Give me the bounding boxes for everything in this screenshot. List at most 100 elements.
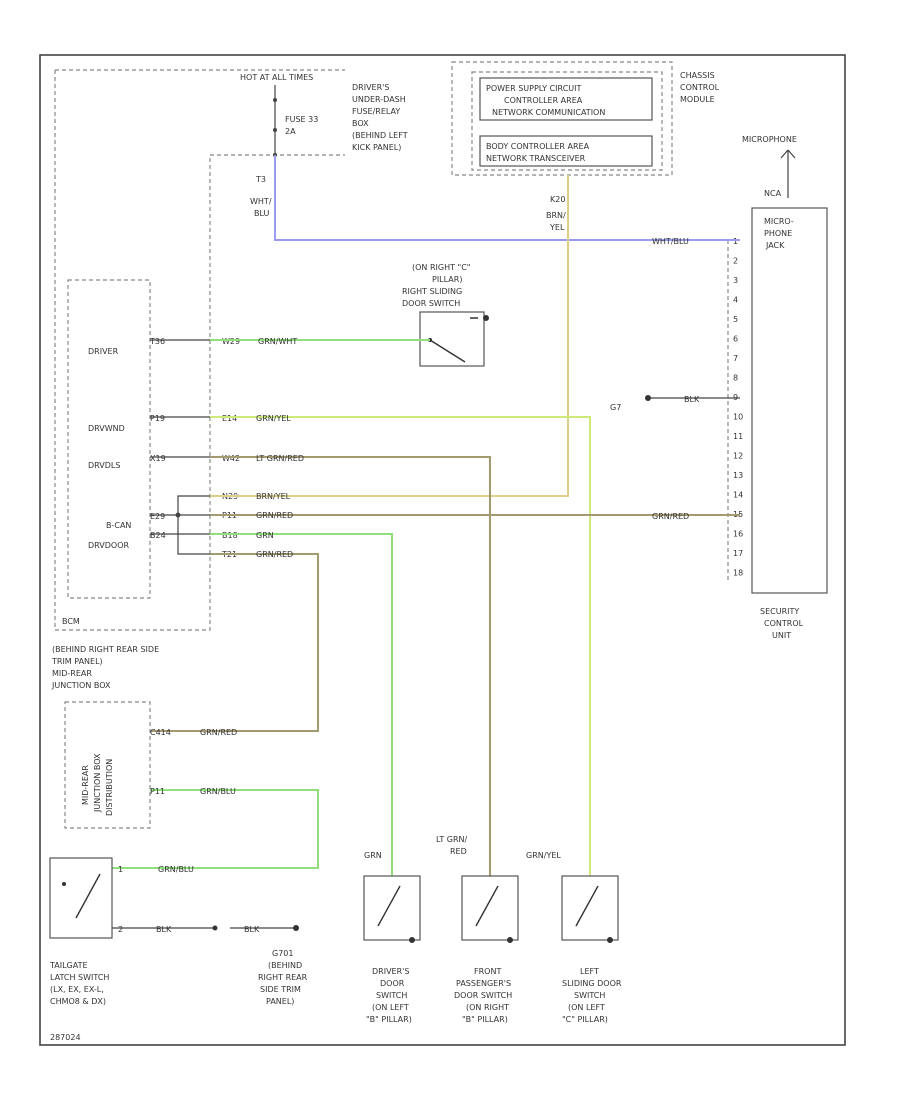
left-sliding-switch-box [561, 875, 619, 941]
scu-pin-10: 10 [733, 413, 743, 422]
t3-label: T3 [255, 175, 266, 184]
cgm-label-1: CHASSIS [680, 71, 715, 80]
behind-trim-label-1: (BEHIND RIGHT REAR SIDE [52, 645, 159, 654]
sw-ltgrn-label-2: RED [450, 847, 467, 856]
cgm-label-2: CONTROL [680, 83, 720, 92]
g701-label-1: G701 [272, 949, 293, 958]
pillar-c-label-2: PILLAR) [432, 275, 462, 284]
tailgate-label-4: CHMO8 & DX) [50, 997, 106, 1006]
brn-yel-wire [210, 175, 569, 497]
grn-wire [210, 533, 393, 876]
bcm-driver-label: DRIVER [88, 347, 119, 356]
bcm-pin-3: X19 [150, 454, 166, 463]
tailgate-pin-1: 1 [118, 865, 123, 874]
behind-trim-label-2: TRIM PANEL) [51, 657, 103, 666]
bca-label-1: BODY CONTROLLER AREA [486, 142, 590, 151]
left-sliding-label-4: (ON LEFT [568, 1003, 605, 1012]
wire-label-lt-grn-red: LT GRN/RED [256, 454, 304, 463]
g701-blk-label: BLK [244, 925, 260, 934]
tailgate-wire-label: GRN/BLU [158, 865, 194, 874]
k20-label: K20 [550, 195, 565, 204]
bcm-short-leads [150, 339, 210, 458]
bcm-bcan-label: B-CAN [106, 521, 131, 530]
g7-ground-node [645, 395, 651, 401]
bcm-label: BCM [62, 617, 80, 626]
drivers-door-label-1: DRIVER'S [372, 967, 409, 976]
wht-blu-label-1: WHT/ [250, 197, 272, 206]
drivers-door-label-2: DOOR [380, 979, 405, 988]
g701-ground-node [293, 925, 299, 931]
passenger-door-switch-box [461, 875, 519, 941]
wire-label-grn-red-2: GRN/RED [256, 550, 293, 559]
grn-blu-wire [112, 789, 319, 869]
connector-6: B18 [222, 531, 238, 540]
scu-label-2: CONTROL [764, 619, 804, 628]
junction-wire-label-2: GRN/BLU [200, 787, 236, 796]
hot-at-all-times-label: HOT AT ALL TIMES [240, 73, 313, 82]
left-sliding-label-1: LEFT [580, 967, 599, 976]
bcan-bracket [150, 495, 210, 555]
microphone-label: MICROPHONE [742, 135, 797, 144]
drivers-door-label-5: "B" PILLAR) [366, 1015, 412, 1024]
scu-pin-5: 5 [733, 315, 738, 324]
fuse-amp-label: 2A [285, 127, 296, 136]
microphone-icon [780, 149, 796, 198]
lt-grn-red-wire [210, 456, 491, 876]
left-sliding-switch-icon [575, 885, 599, 927]
scu-label-3: UNIT [772, 631, 791, 640]
pillar-c-label-1: (ON RIGHT "C" [412, 263, 470, 272]
scu-pin-4: 4 [733, 296, 738, 305]
tailgate-switch-node [62, 882, 66, 886]
footer-code: 287024 [50, 1033, 81, 1042]
scu-pin-18: 18 [733, 569, 743, 578]
tailgate-switch-box [49, 857, 113, 939]
bcm-drvdls-label: DRVDLS [88, 461, 120, 470]
junction-pin-1: C414 [150, 728, 171, 737]
drivers-door-switch-box [363, 875, 421, 941]
behind-trim-label-4: JUNCTION BOX [51, 681, 111, 690]
wire-label-grn-yel: GRN/YEL [256, 414, 291, 423]
behind-trim-label-3: MID-REAR [52, 669, 92, 678]
tailgate-splice-node [212, 925, 218, 931]
scu-pin-14: 14 [733, 491, 743, 500]
left-sliding-label-3: SWITCH [574, 991, 605, 1000]
scu-pin-7: 7 [733, 354, 738, 363]
drivers-door-ground-node [409, 937, 415, 943]
wht-blu-wire [274, 155, 740, 241]
pillar-c-label-3: RIGHT SLIDING [402, 287, 462, 296]
g7-label: G7 [610, 403, 621, 412]
psc-label-1: POWER SUPPLY CIRCUIT [486, 84, 582, 93]
grn-red-scu-label: GRN/RED [652, 512, 689, 521]
tailgate-blk-label: BLK [156, 925, 172, 934]
nca-label: NCA [764, 189, 782, 198]
wht-blu-label-2: BLU [254, 209, 270, 218]
bcan-splice-node [175, 512, 181, 518]
fuse-box-outline [54, 69, 345, 631]
sw-ltgrn-label-1: LT GRN/ [436, 835, 468, 844]
passenger-door-label-3: DOOR SWITCH [454, 991, 512, 1000]
fuse-box-label-4: BOX [352, 119, 369, 128]
passenger-door-label-4: (ON RIGHT [466, 1003, 509, 1012]
pillar-c-label-4: DOOR SWITCH [402, 299, 460, 308]
scu-pin-8: 8 [733, 374, 738, 383]
passenger-door-switch-icon [475, 885, 499, 927]
scu-pin-12: 12 [733, 452, 743, 461]
sw-grnyel-label: GRN/YEL [526, 851, 561, 860]
right-sliding-switch-icon [429, 317, 478, 363]
bca-label-2: NETWORK TRANSCEIVER [486, 154, 586, 163]
cgm-outline [451, 61, 673, 176]
mic-jack-label-3: JACK [765, 241, 785, 250]
g701-label-3: RIGHT REAR [258, 973, 308, 982]
body-controller-box [479, 135, 653, 167]
right-sliding-switch-box [419, 311, 485, 367]
bcm-pin-1: T36 [149, 337, 165, 346]
junction-pin-2: P11 [150, 787, 165, 796]
sw-grn-label: GRN [364, 851, 382, 860]
connector-1: W29 [222, 337, 240, 346]
fuse-node-mid [273, 128, 277, 132]
junction-box-outline [64, 701, 151, 829]
connector-2: E14 [222, 414, 237, 423]
bcm-outline [67, 279, 151, 599]
drivers-door-switch-icon [377, 885, 401, 927]
passenger-door-label-5: "B" PILLAR) [462, 1015, 508, 1024]
